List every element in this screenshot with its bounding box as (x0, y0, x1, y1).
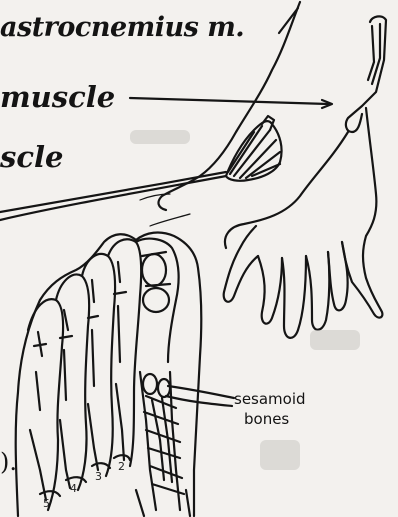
gastrocnemius-label: astrocnemius m. (0, 14, 244, 41)
muscle-2-leader (0, 176, 226, 220)
digit-label-5: 5 (43, 498, 50, 509)
digit-label-3: 3 (95, 471, 102, 482)
muscle-label-2: scle (0, 143, 63, 172)
finger-4 (258, 256, 282, 324)
toe-5 (28, 299, 63, 510)
finger-3 (282, 256, 306, 338)
muscle-1-leader (130, 98, 328, 104)
foot-outline (16, 233, 202, 516)
sesamoid-2 (158, 379, 170, 397)
digit-label-2: 2 (118, 461, 125, 472)
gastrocnemius-leader (279, 8, 298, 33)
muscle-label-1: muscle (0, 83, 115, 112)
bones-label: bones (244, 412, 289, 427)
finger-1 (328, 242, 348, 310)
sesamoid-1 (143, 374, 157, 394)
sesamoid-leader (168, 386, 234, 398)
finger-2 (306, 252, 329, 330)
sesamoid-label: sesamoid (234, 392, 306, 407)
digit-label-4: 4 (70, 483, 77, 494)
edge-mark: ). (0, 450, 17, 474)
thumb (224, 226, 258, 302)
